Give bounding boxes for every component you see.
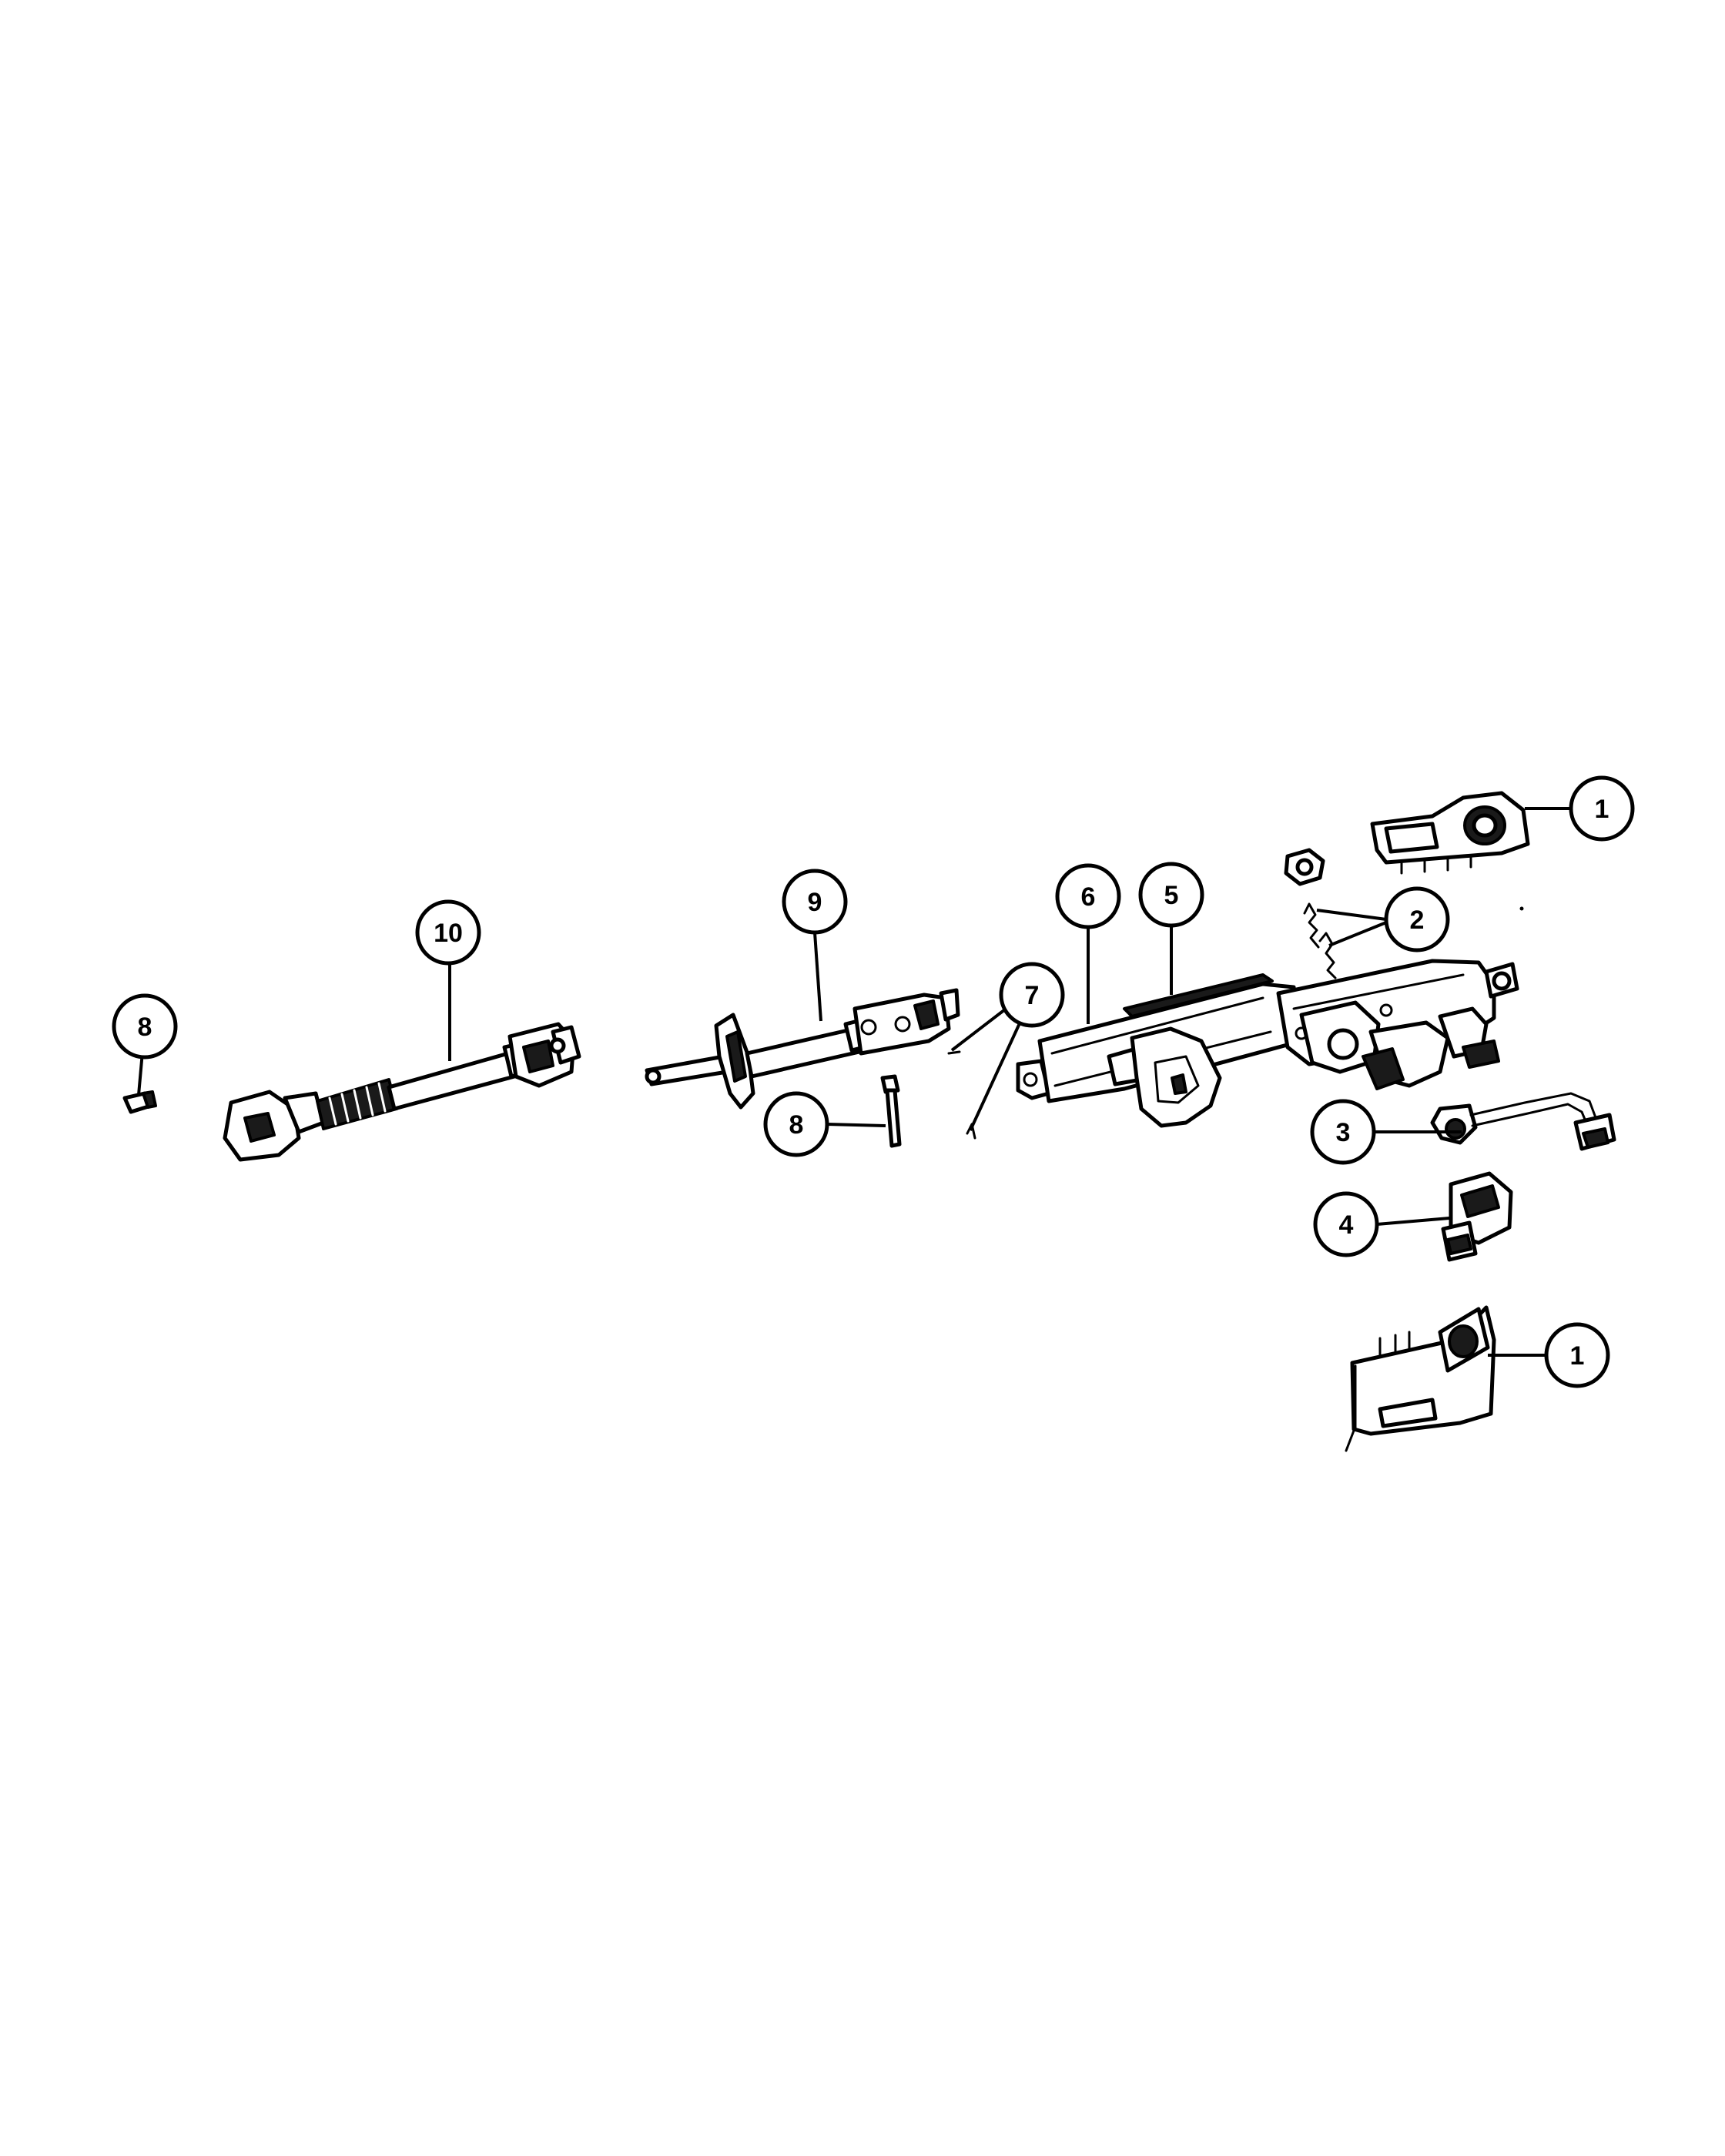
leader-lines bbox=[137, 807, 1571, 1357]
svg-text:3: 3 bbox=[1336, 1118, 1351, 1147]
svg-text:5: 5 bbox=[1164, 881, 1179, 910]
upper-shaft-part-9 bbox=[645, 988, 960, 1110]
shroud-part-1-top bbox=[1370, 791, 1530, 875]
steering-column-assembly-parts-5-6 bbox=[1016, 959, 1519, 1128]
svg-text:6: 6 bbox=[1081, 882, 1096, 912]
svg-text:2: 2 bbox=[1410, 906, 1425, 935]
callout-5: 5 bbox=[1138, 862, 1204, 928]
wiring-harness-part-3 bbox=[1430, 1092, 1616, 1151]
svg-text:10: 10 bbox=[434, 919, 463, 948]
svg-text:7: 7 bbox=[1025, 981, 1040, 1010]
callout-1-bottom: 1 bbox=[1544, 1322, 1610, 1388]
svg-text:8: 8 bbox=[789, 1110, 804, 1140]
callout-1-top: 1 bbox=[1569, 775, 1635, 842]
wire-pin-part-7 bbox=[947, 1050, 976, 1140]
callout-2: 2 bbox=[1384, 886, 1450, 952]
callout-8-mid: 8 bbox=[763, 1091, 829, 1157]
callout-7: 7 bbox=[999, 962, 1065, 1028]
callout-4: 4 bbox=[1313, 1191, 1379, 1257]
svg-text:9: 9 bbox=[808, 888, 822, 917]
bolt-part-8-left bbox=[122, 1090, 157, 1114]
shroud-part-1-bottom bbox=[1345, 1305, 1496, 1452]
callout-8-left: 8 bbox=[112, 993, 178, 1060]
callout-6: 6 bbox=[1055, 863, 1121, 929]
svg-text:1: 1 bbox=[1595, 795, 1609, 824]
svg-text:8: 8 bbox=[138, 1013, 152, 1042]
spring-part-2 bbox=[1303, 902, 1337, 979]
callout-3: 3 bbox=[1310, 1099, 1376, 1165]
callout-9: 9 bbox=[782, 869, 848, 935]
nut-part bbox=[1284, 848, 1325, 886]
switch-part-4 bbox=[1441, 1171, 1513, 1262]
svg-text:1: 1 bbox=[1570, 1341, 1585, 1371]
svg-text:4: 4 bbox=[1339, 1210, 1354, 1240]
callout-10: 10 bbox=[415, 899, 481, 966]
intermediate-shaft-part-10 bbox=[223, 1022, 581, 1162]
bolt-part-8-mid bbox=[880, 1074, 902, 1148]
stray-dot bbox=[1519, 906, 1524, 911]
